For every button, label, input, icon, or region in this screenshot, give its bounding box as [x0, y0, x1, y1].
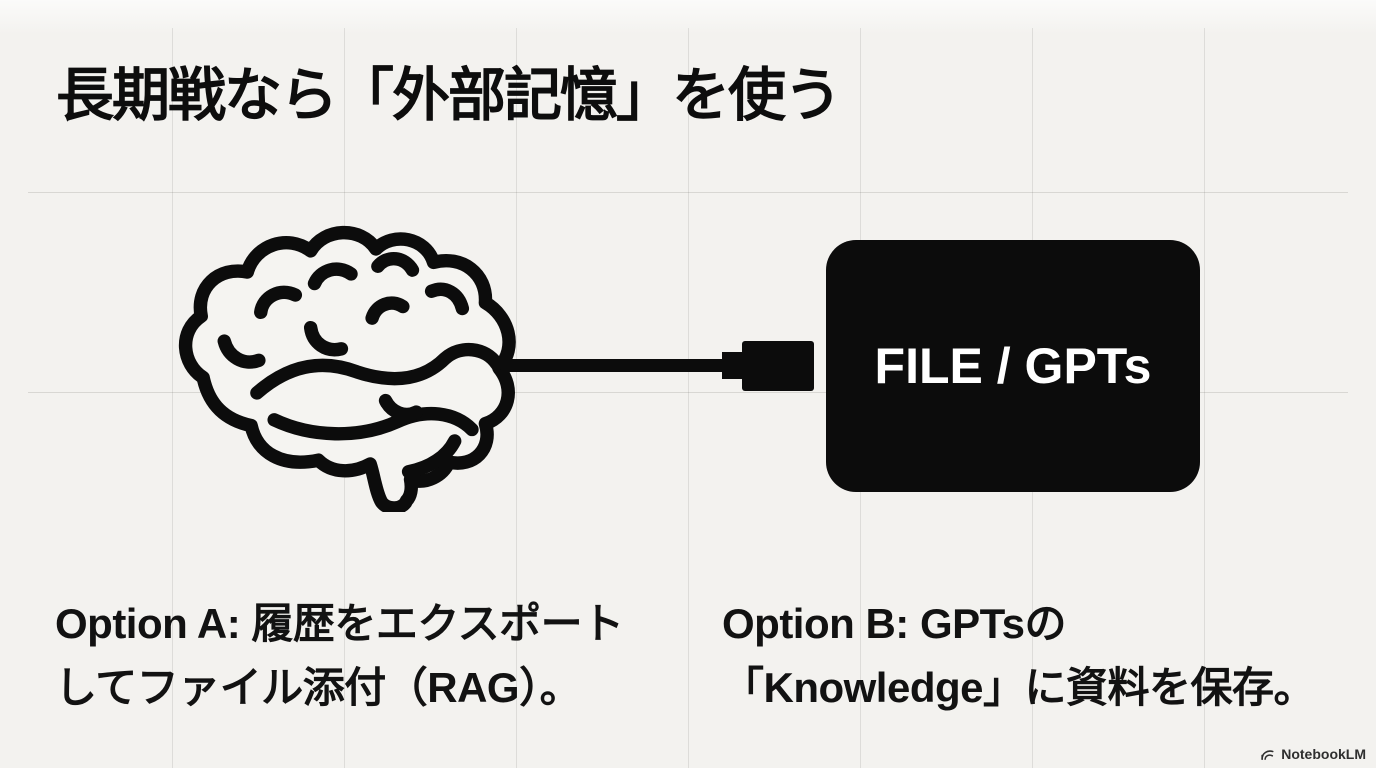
option-a-line2: してファイル添付（RAG）。 [55, 664, 582, 711]
option-a-line1: Option A: 履歴をエクスポート [55, 600, 624, 647]
brain-icon [178, 225, 516, 512]
option-b-line2: 「Knowledge」に資料を保存。 [722, 664, 1316, 711]
notebooklm-logo-icon [1261, 749, 1274, 760]
watermark-brand-text: NotebookLM [1281, 746, 1366, 762]
option-a-caption: Option A: 履歴をエクスポート してファイル添付（RAG）。 [55, 592, 624, 720]
usb-cable-connector [505, 359, 725, 372]
grid-vline [516, 28, 517, 768]
external-memory-box: FILE / GPTs [826, 240, 1200, 492]
option-b-line1: Option B: GPTsの [722, 600, 1067, 647]
grid-vline [172, 28, 173, 768]
grid-hline [28, 392, 1348, 393]
watermark: NotebookLM [1260, 746, 1366, 762]
grid-vline [1204, 28, 1205, 768]
usb-plug-icon [742, 341, 814, 391]
grid-vline [688, 28, 689, 768]
memory-box-label: FILE / GPTs [874, 338, 1152, 394]
usb-plug-icon [722, 352, 744, 379]
slide-title: 長期戦なら「外部記憶」を使う [56, 63, 842, 128]
option-b-caption: Option B: GPTsの 「Knowledge」に資料を保存。 [722, 592, 1316, 720]
grid-hline [28, 192, 1348, 193]
